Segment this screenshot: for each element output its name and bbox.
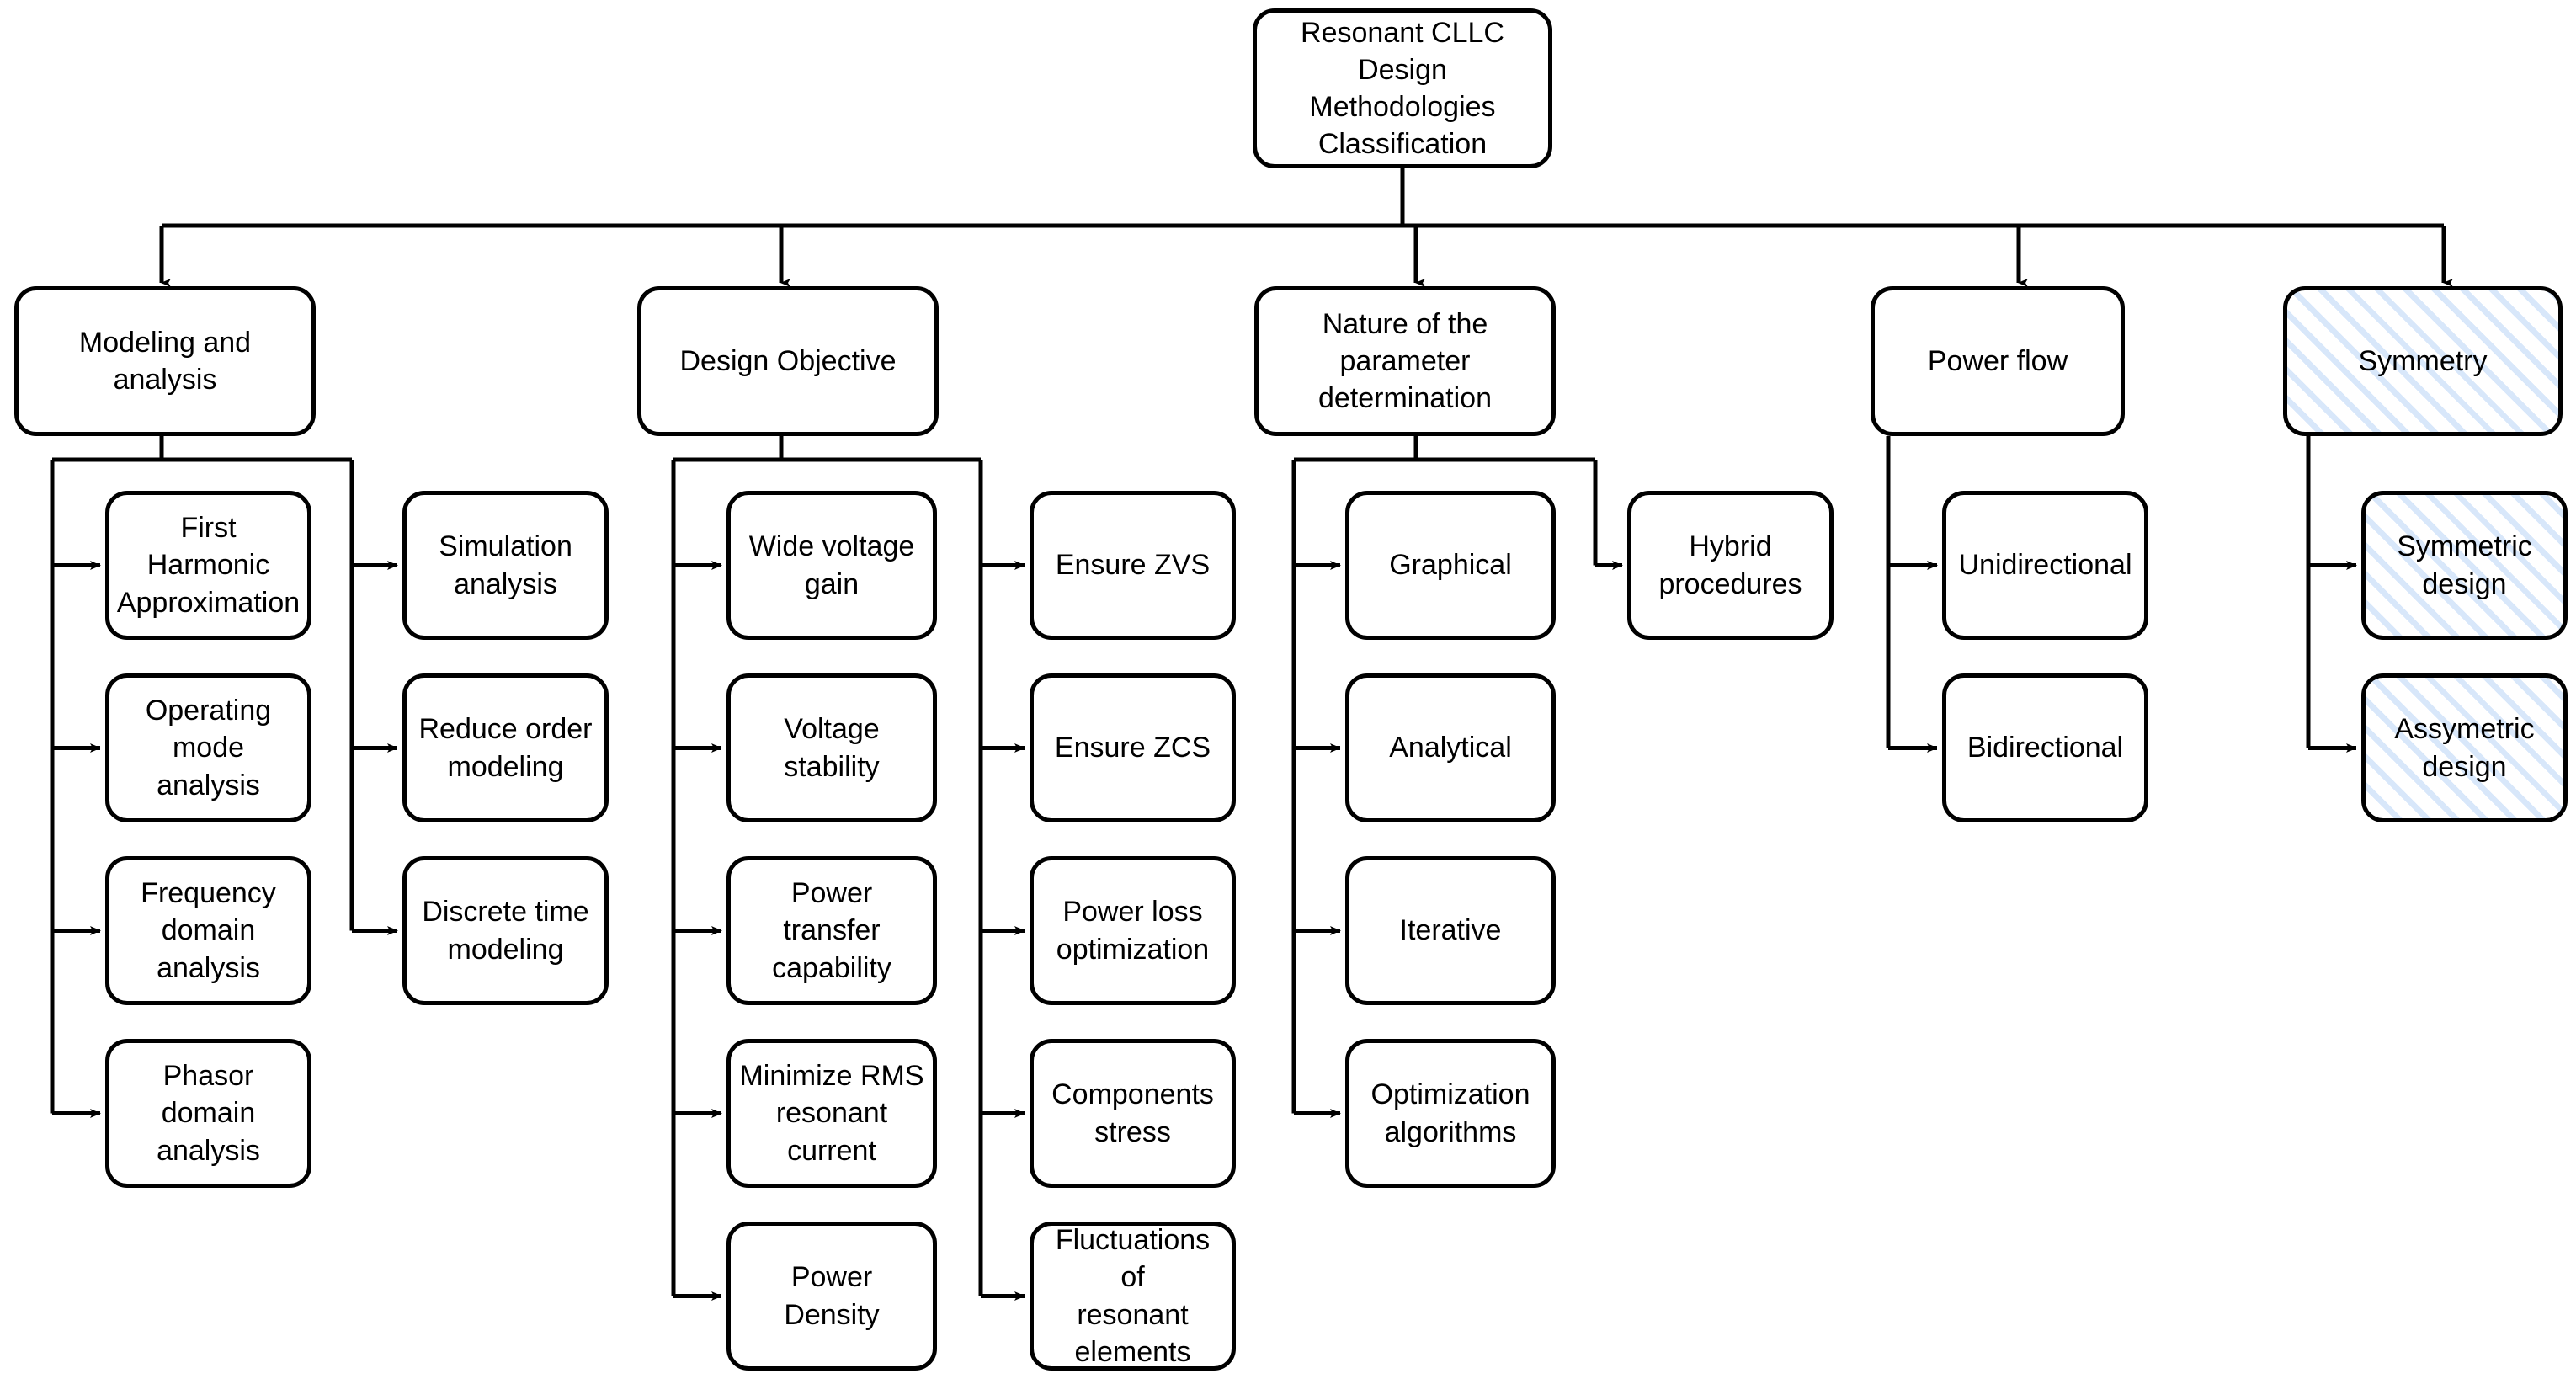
node-root[interactable]: Resonant CLLC Design Methodologies Class… [1253,8,1552,168]
node-label-simulation-analysis: Simulation analysis [439,530,572,600]
node-label-reduce-order-modeling: Reduce order modeling [418,713,593,783]
node-label-ensure-zcs: Ensure ZCS [1054,732,1211,764]
node-unidirectional[interactable]: Unidirectional [1942,491,2148,640]
node-design-objective[interactable]: Design Objective [637,286,939,436]
node-modeling-and-analysis[interactable]: Modeling and analysis [14,286,316,436]
node-iterative[interactable]: Iterative [1345,856,1556,1005]
node-label-graphical: Graphical [1389,549,1512,582]
node-label-fluctuations-of-resonant-elements: Fluctuations of resonant elements [1055,1224,1211,1368]
node-label-root: Resonant CLLC Design Methodologies Class… [1301,16,1504,161]
node-label-symmetric-design: Symmetric design [2397,530,2532,600]
node-voltage-stability[interactable]: Voltage stability [726,673,937,822]
node-analytical[interactable]: Analytical [1345,673,1556,822]
node-label-analytical: Analytical [1389,732,1512,764]
node-label-symmetry: Symmetry [2358,344,2488,377]
node-label-bidirectional: Bidirectional [1967,732,2124,764]
node-nature-of-the-parameter-determination[interactable]: Nature of the parameter determination [1254,286,1556,436]
node-optimization-algorithms[interactable]: Optimization algorithms [1345,1039,1556,1188]
node-wide-voltage-gain[interactable]: Wide voltage gain [726,491,937,640]
node-frequency-domain-analysis[interactable]: Frequency domain analysis [105,856,311,1005]
node-label-wide-voltage-gain: Wide voltage gain [748,530,915,600]
node-symmetric-design[interactable]: Symmetric design [2361,491,2568,640]
node-label-discrete-time-modeling: Discrete time modeling [422,896,589,966]
node-discrete-time-modeling[interactable]: Discrete time modeling [402,856,609,1005]
node-label-first-harmonic-approximation: First Harmonic Approximation [116,512,301,619]
node-assymetric-design[interactable]: Assymetric design [2361,673,2568,822]
node-label-operating-mode-analysis: Operating mode analysis [145,695,272,801]
node-label-power-transfer-capability: Power transfer capability [772,877,891,984]
node-label-modeling-and-analysis: Modeling and analysis [78,326,252,396]
node-power-density[interactable]: Power Density [726,1222,937,1371]
node-symmetry[interactable]: Symmetry [2283,286,2563,436]
node-label-unidirectional: Unidirectional [1958,549,2132,582]
node-label-nature-of-the-parameter-determination: Nature of the parameter determination [1317,307,1492,415]
node-simulation-analysis[interactable]: Simulation analysis [402,491,609,640]
node-label-phasor-domain-analysis: Phasor domain analysis [157,1060,260,1167]
node-label-voltage-stability: Voltage stability [784,713,880,783]
node-minimize-rms-resonant-current[interactable]: Minimize RMS resonant current [726,1039,937,1188]
node-operating-mode-analysis[interactable]: Operating mode analysis [105,673,311,822]
node-label-iterative: Iterative [1399,914,1502,947]
node-power-transfer-capability[interactable]: Power transfer capability [726,856,937,1005]
node-fluctuations-of-resonant-elements[interactable]: Fluctuations of resonant elements [1030,1222,1236,1371]
node-label-minimize-rms-resonant-current: Minimize RMS resonant current [739,1060,924,1167]
node-phasor-domain-analysis[interactable]: Phasor domain analysis [105,1039,311,1188]
node-label-components-stress: Components stress [1051,1078,1214,1148]
node-reduce-order-modeling[interactable]: Reduce order modeling [402,673,609,822]
node-power-flow[interactable]: Power flow [1871,286,2125,436]
node-label-power-flow: Power flow [1927,344,2068,377]
node-label-frequency-domain-analysis: Frequency domain analysis [141,877,276,984]
node-label-assymetric-design: Assymetric design [2394,713,2535,783]
node-components-stress[interactable]: Components stress [1030,1039,1236,1188]
node-label-power-density: Power Density [784,1261,880,1331]
node-ensure-zvs[interactable]: Ensure ZVS [1030,491,1236,640]
node-first-harmonic-approximation[interactable]: First Harmonic Approximation [105,491,311,640]
node-hybrid-procedures[interactable]: Hybrid procedures [1627,491,1834,640]
node-bidirectional[interactable]: Bidirectional [1942,673,2148,822]
node-label-hybrid-procedures: Hybrid procedures [1658,530,1802,600]
node-label-ensure-zvs: Ensure ZVS [1055,549,1211,582]
node-label-design-objective: Design Objective [679,344,897,377]
node-power-loss-optimization[interactable]: Power loss optimization [1030,856,1236,1005]
node-label-power-loss-optimization: Power loss optimization [1056,896,1210,966]
node-ensure-zcs[interactable]: Ensure ZCS [1030,673,1236,822]
node-graphical[interactable]: Graphical [1345,491,1556,640]
node-label-optimization-algorithms: Optimization algorithms [1370,1078,1530,1148]
